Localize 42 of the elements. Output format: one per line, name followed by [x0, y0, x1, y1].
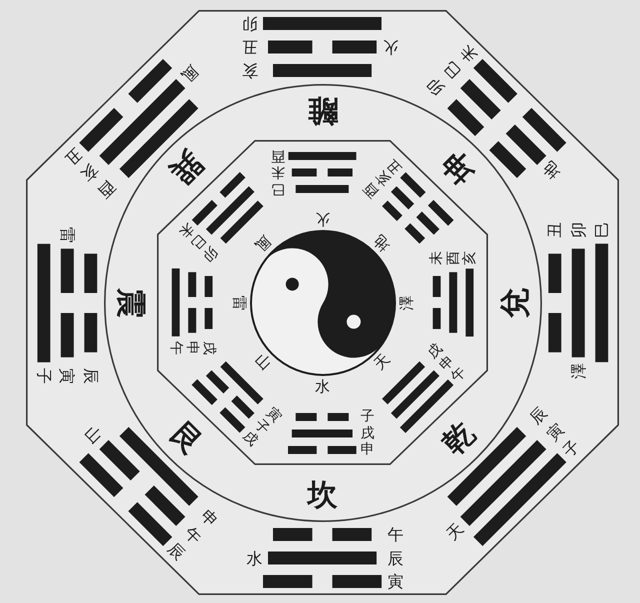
branch-label: 申午辰: [164, 504, 224, 566]
branch-label: 丑卯巳: [544, 220, 612, 239]
nature-label: 山: [81, 423, 106, 448]
trigram-name: 離: [308, 93, 338, 127]
inner-octagon: [157, 140, 488, 465]
trigram-name: 艮: [163, 416, 209, 462]
branch-label: 亥丑卯: [240, 13, 259, 82]
branch-label: 辰寅子: [33, 366, 102, 385]
trigram-name: 乾: [436, 416, 482, 462]
branch-label: 子戌申: [360, 408, 376, 458]
trigram-name: 坤: [436, 144, 482, 190]
branch-label: 午辰寅: [386, 524, 404, 593]
branch-label: 卯巳未: [175, 218, 222, 266]
nature-label: 天: [443, 520, 468, 544]
nature-label: 火: [382, 38, 398, 56]
nature-label: 水: [246, 550, 262, 568]
nature-label: 澤: [570, 362, 588, 378]
branch-label: 戌申午: [423, 340, 470, 386]
nature-label: 地: [370, 232, 394, 254]
nature-label: 地: [540, 158, 564, 182]
trigram-name: 兌: [498, 288, 532, 318]
nature-label: 雷: [230, 295, 247, 310]
branch-label: 酉亥丑: [60, 144, 120, 205]
trigram-name: 坎: [308, 479, 338, 513]
nature-label: 雷: [58, 226, 76, 242]
nature-label: 風: [252, 232, 274, 254]
branch-label: 酉亥丑: [360, 155, 406, 202]
nature-label: 風: [178, 61, 202, 86]
branch-label: 戌申午: [167, 340, 217, 356]
nature-label: 山: [252, 350, 274, 374]
branch-label: 巳未酉: [270, 147, 286, 197]
nature-label: 水: [315, 378, 330, 395]
trigram-name: 震: [112, 288, 146, 318]
branch-label: 卯巳未: [421, 40, 482, 102]
branch-label: 寅子戌: [238, 403, 286, 450]
branch-label: 辰寅子: [524, 401, 585, 462]
nature-label: 天: [370, 350, 394, 374]
nature-label: 澤: [398, 295, 415, 310]
trigram-name: 巽: [163, 144, 209, 190]
nature-label: 火: [315, 210, 330, 227]
outer-octagon: [26, 10, 619, 595]
branch-label: 未酉亥: [428, 250, 478, 266]
